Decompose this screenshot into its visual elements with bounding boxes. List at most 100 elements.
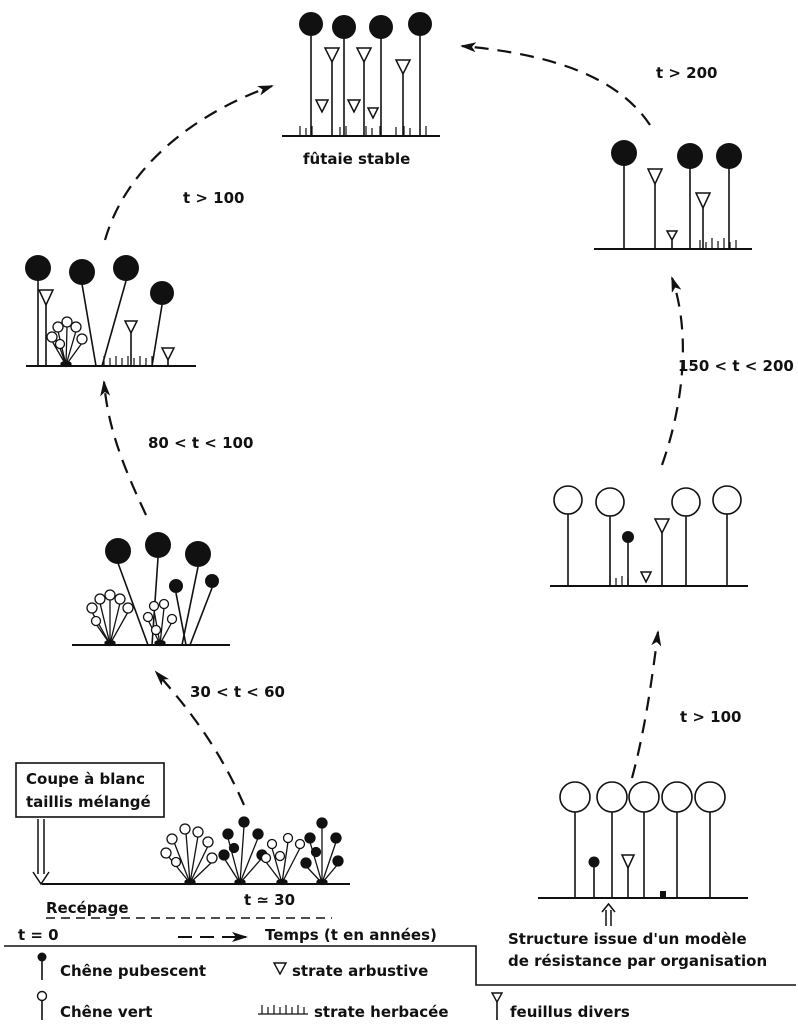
arrow-right-mid-to-right-top	[660, 276, 684, 466]
herbaceous-layer	[299, 126, 427, 136]
up-arrow-icon	[601, 902, 616, 926]
chene-vert-cluster	[46, 316, 88, 368]
transition-labels: t > 200 t > 100 150 < t < 200 80 < t < 1…	[148, 64, 794, 726]
model-label-line1: Structure issue d'un modèle	[508, 930, 747, 948]
chene-pubescent-icon	[105, 538, 131, 564]
legend-strate-arbustive: strate arbustive	[272, 962, 428, 980]
legend-strate-arbustive-label: strate arbustive	[292, 962, 428, 980]
label-t-gt-200: t > 200	[656, 64, 718, 82]
shrub-icon	[323, 47, 341, 64]
shrub-icon	[620, 854, 636, 870]
label-t-gt-100-right: t > 100	[680, 708, 742, 726]
label-t-30-60: 30 < t < 60	[190, 683, 285, 701]
chene-pubescent-icon	[299, 12, 323, 36]
label-t-150-200: 150 < t < 200	[678, 357, 794, 375]
seedling-icon	[660, 891, 666, 897]
shrub-icon	[314, 99, 330, 114]
stage-futaie-stable: fûtaie stable	[282, 12, 440, 168]
stage-clearcut-coppice: Coupe à blanc taillis mélangé	[15, 762, 350, 919]
arrow-stage4-to-stable	[103, 84, 274, 241]
label-t-80-100: 80 < t < 100	[148, 434, 253, 452]
shrub-icon	[366, 107, 380, 120]
model-label-line2: de résistance par organisation	[508, 952, 767, 970]
shrub-icon	[653, 518, 671, 535]
chene-pubescent-icon	[145, 532, 171, 558]
chene-pubescent-icon	[588, 856, 600, 868]
chene-pubescent-icon	[332, 15, 356, 39]
legend-chene-vert: Chêne vert	[36, 990, 152, 1021]
herbaceous-layer	[609, 576, 629, 586]
chene-vert-icon	[671, 487, 701, 517]
legend-border	[4, 945, 796, 986]
shrub-icon	[37, 289, 55, 307]
chene-vert-icon	[595, 487, 625, 517]
legend-feuillus-divers-label: feuillus divers	[510, 1003, 630, 1021]
timeline-axis-label: Temps (t en années)	[265, 926, 437, 944]
herbaceous-layer	[103, 356, 153, 366]
clearcut-box	[15, 762, 165, 818]
chene-pubescent-icon	[150, 281, 174, 305]
shrub-icon	[639, 571, 653, 584]
chene-vert-cluster	[260, 832, 306, 886]
arrow-right-bottom-to-right-mid	[630, 630, 662, 779]
chene-pubescent-icon	[185, 541, 211, 567]
chene-pubescent-icon	[369, 15, 393, 39]
legend-chene-pubescent: Chêne pubescent	[37, 952, 206, 980]
chene-vert-icon	[559, 781, 591, 813]
chene-pubescent-icon	[169, 579, 183, 593]
chene-vert-icon	[596, 781, 628, 813]
chene-vert-cluster	[142, 598, 178, 647]
t-approx-30-label: t ≃ 30	[244, 891, 295, 909]
shrub-icon	[123, 320, 139, 335]
clearcut-label-line1: Coupe à blanc	[26, 770, 145, 788]
stage-left-middle	[72, 532, 230, 647]
chene-pubescent-icon	[69, 259, 95, 285]
shrub-icon	[272, 962, 288, 976]
clearcut-label-line2: taillis mélangé	[26, 793, 151, 811]
stage-right-middle	[550, 485, 748, 587]
arrow-right-top-to-stable	[460, 42, 651, 126]
arrow-stage3-to-stage4	[100, 380, 147, 516]
chene-pubescent-icon	[677, 143, 703, 169]
chene-pubescent-icon	[611, 140, 637, 166]
t0-label: t = 0	[18, 926, 59, 944]
chene-pubescent-cluster	[218, 816, 268, 886]
legend-chene-pubescent-label: Chêne pubescent	[60, 962, 206, 980]
shrub-icon	[665, 230, 679, 242]
stage-right-top	[594, 140, 752, 250]
chene-vert-icon	[712, 485, 742, 515]
chene-vert-cluster	[160, 823, 218, 886]
shrub-icon	[355, 47, 373, 64]
shrub-icon	[394, 59, 412, 76]
chene-vert-icon	[553, 485, 583, 515]
shrub-icon	[160, 347, 176, 362]
arrow-coppice-to-stage3	[154, 670, 246, 806]
label-t-gt-100-left: t > 100	[183, 189, 245, 207]
shrub-icon	[694, 192, 712, 210]
stable-label: fûtaie stable	[303, 150, 410, 168]
legend-chene-vert-label: Chêne vert	[60, 1003, 152, 1021]
shrub-icon	[346, 99, 362, 114]
cycle-arrows	[100, 42, 684, 806]
chene-pubescent-icon	[408, 12, 432, 36]
chene-vert-cluster	[86, 589, 134, 647]
down-arrow-icon	[32, 819, 50, 886]
chene-pubescent-icon	[205, 574, 219, 588]
chene-vert-icon	[661, 781, 693, 813]
chene-vert-icon	[694, 781, 726, 813]
shrub-icon	[646, 168, 664, 186]
stage-right-bottom: Structure issue d'un modèle de résistanc…	[508, 781, 767, 970]
recepage-label: Recépage	[46, 899, 129, 917]
chene-pubescent-icon	[37, 952, 47, 962]
chene-pubescent-icon	[113, 255, 139, 281]
herbaceous-layer	[699, 238, 737, 249]
legend-strate-herbacee	[258, 1005, 308, 1015]
legend-feuillus-divers: feuillus divers	[490, 992, 630, 1021]
chene-pubescent-cluster	[300, 817, 344, 886]
legend: Chêne pubescent strate arbustive Chêne v…	[36, 952, 630, 1021]
feuillus-icon	[490, 992, 504, 1004]
chene-vert-icon	[36, 990, 48, 1002]
chene-pubescent-icon	[716, 143, 742, 169]
stage-left-upper	[25, 255, 196, 368]
